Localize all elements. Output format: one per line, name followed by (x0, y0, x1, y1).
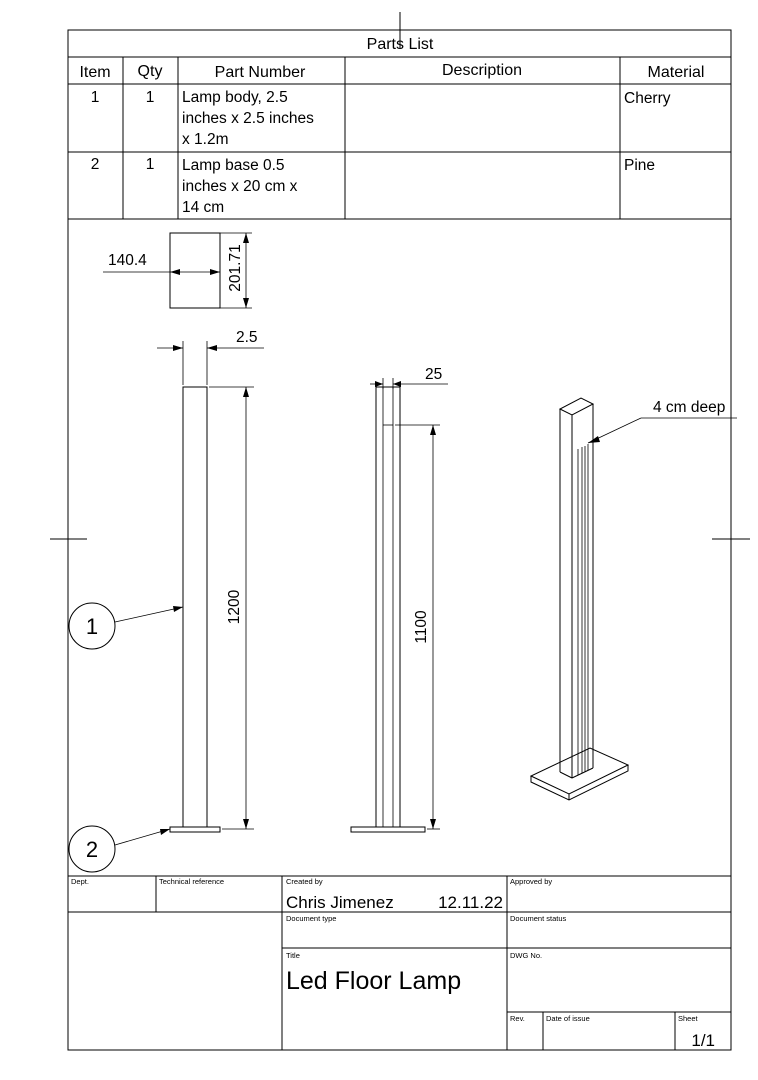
row-2-part-line-1: Lamp base 0.5 (182, 157, 285, 174)
dwg-no-label: DWG No. (510, 951, 542, 960)
date-of-issue-label: Date of issue (546, 1014, 590, 1023)
sheet-label: Sheet (678, 1014, 699, 1023)
balloon-1-label: 1 (86, 614, 98, 639)
document-status-label: Document status (510, 914, 567, 923)
balloon-2-label: 2 (86, 837, 98, 862)
drawing-frame (67, 29, 732, 1051)
row-1-qty: 1 (146, 89, 155, 106)
header-qty: Qty (138, 63, 163, 80)
title-label: Title (286, 951, 300, 960)
front-view: 2.5 1200 (157, 329, 264, 833)
row-1-part-line-3: x 1.2m (182, 131, 229, 148)
dept-label: Dept. (71, 877, 89, 886)
row-2-part-line-2: inches x 20 cm x (182, 178, 298, 195)
created-by-value: Chris Jimenez (286, 893, 394, 912)
header-material: Material (648, 64, 705, 81)
balloon-1: 1 (68, 602, 184, 650)
dim-body-width: 2.5 (236, 329, 258, 346)
balloon-2: 2 (68, 825, 171, 873)
header-item: Item (79, 64, 110, 81)
header-description: Description (442, 62, 522, 79)
tech-ref-label: Technical reference (159, 877, 224, 886)
dim-groove-height: 1100 (413, 610, 430, 644)
row-1-material: Cherry (624, 90, 671, 107)
row-1-part-line-2: inches x 2.5 inches (182, 110, 314, 127)
row-1-part-line-1: Lamp body, 2.5 (182, 89, 288, 106)
created-date: 12.11.22 (438, 893, 503, 912)
sheet-value: 1/1 (691, 1031, 715, 1050)
row-1-item: 1 (91, 89, 100, 106)
header-part-number: Part Number (215, 64, 306, 81)
title-block: Dept. Technical reference Created by Chr… (68, 875, 731, 1050)
row-2-part-line-3: 14 cm (182, 199, 224, 216)
side-view: 25 1100 (350, 366, 448, 833)
rev-label: Rev. (510, 1014, 525, 1023)
base-top-view: 140.4 201.71 (103, 232, 252, 309)
row-2-material: Pine (624, 157, 655, 174)
parts-list-title: Parts List (367, 36, 434, 53)
dim-body-height: 1200 (226, 589, 243, 624)
row-2-qty: 1 (146, 156, 155, 173)
row-2-item: 2 (91, 156, 100, 173)
dim-groove-width: 25 (425, 366, 442, 383)
parts-list-table: Parts List Item Qty Part Number Descript… (68, 36, 731, 220)
approved-by-label: Approved by (510, 877, 552, 886)
drawing-title: Led Floor Lamp (286, 967, 461, 995)
dim-base-depth: 201.71 (227, 244, 244, 291)
dim-base-width: 140.4 (108, 252, 147, 269)
groove-depth-note: 4 cm deep (653, 399, 725, 416)
isometric-view: 4 cm deep (529, 397, 737, 801)
document-type-label: Document type (286, 914, 336, 923)
created-by-label: Created by (286, 877, 323, 886)
